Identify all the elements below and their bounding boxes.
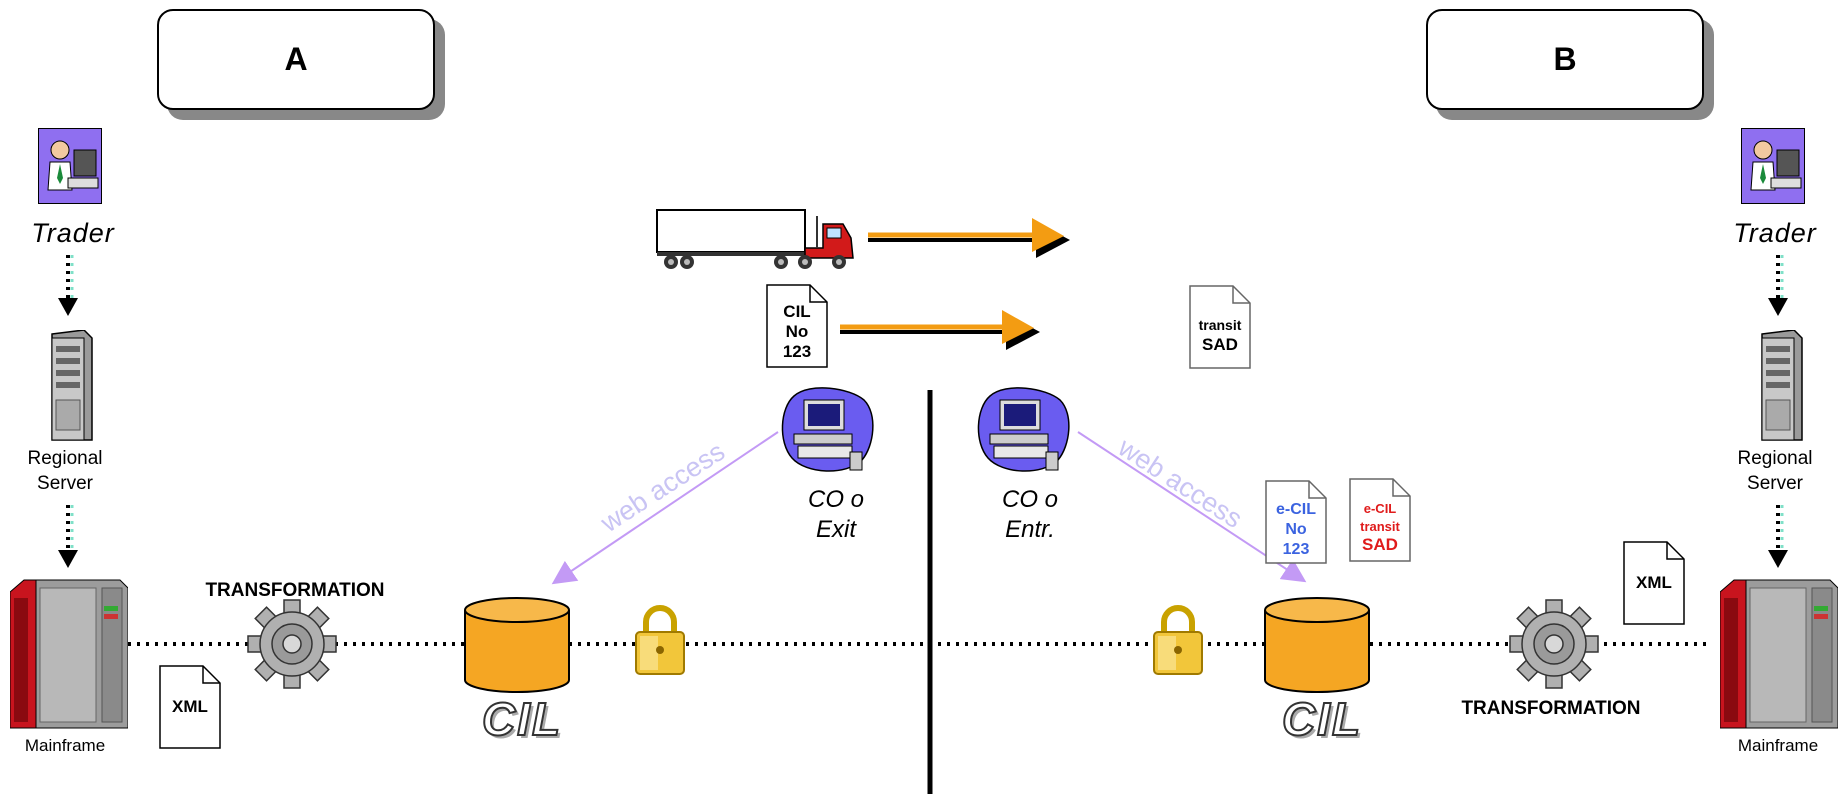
ecil-transit-document: e-CIL transit SAD: [1349, 478, 1411, 562]
side-a-title: A: [284, 41, 308, 77]
co-entry-label-line2: Entr.: [1005, 516, 1055, 543]
truck-icon: [656, 209, 854, 269]
cil-label-a: CIL: [481, 692, 563, 746]
ecil-document: e-CIL No 123: [1265, 480, 1327, 564]
regional-server-label-b-line2: Server: [1747, 473, 1803, 494]
mainframe-icon-b: [1720, 579, 1838, 729]
mainframe-icon-a: [10, 579, 128, 729]
ecil-transit-document-text: e-CIL transit SAD: [1349, 500, 1411, 554]
xml-document-a-text: XML: [172, 697, 208, 716]
transit-sad-line1: transit: [1198, 317, 1242, 333]
server-icon-b: [1761, 330, 1803, 441]
cil-document-line1: CIL: [783, 302, 811, 321]
server-to-mainframe-arrow-a: [58, 505, 78, 568]
gear-icon-b: [1509, 599, 1599, 689]
transformation-label-a: TRANSFORMATION: [205, 580, 385, 601]
database-icon-b: [1264, 597, 1370, 693]
co-entry-label-line1: CO o: [1001, 486, 1058, 513]
regional-server-label-b: Regional Server: [1715, 446, 1835, 496]
document-icon: [766, 284, 828, 368]
xml-document-b-text: XML: [1636, 573, 1672, 592]
ecil-transit-line3: SAD: [1362, 535, 1398, 554]
lock-icon-b: [1153, 605, 1203, 675]
document-icon: [1349, 478, 1411, 562]
trader-to-server-arrow-a: [58, 255, 78, 316]
server-to-mainframe-arrow-b: [1768, 505, 1788, 568]
xml-document-a: XML: [159, 665, 221, 749]
document-icon: [159, 665, 221, 749]
co-exit-label: CO o Exit: [776, 485, 896, 545]
trader-icon-a: [38, 128, 102, 204]
ecil-document-line2: No: [1285, 521, 1307, 538]
web-access-arrow-exit: [551, 431, 779, 585]
mainframe-label-a: Mainframe: [24, 736, 106, 755]
co-exit-label-line1: CO o: [807, 486, 864, 513]
side-b-title: B: [1553, 41, 1577, 77]
ecil-document-line3: 123: [1282, 541, 1310, 558]
regional-server-label-a: Regional Server: [5, 446, 125, 496]
ecil-document-text: e-CIL No 123: [1265, 500, 1327, 560]
regional-server-label-b-line1: Regional: [1737, 448, 1813, 469]
truck-movement-arrow: [868, 218, 1070, 258]
document-icon: [1265, 480, 1327, 564]
trader-icon-b: [1741, 128, 1805, 204]
database-icon-a: [464, 597, 570, 693]
transit-sad-document: transit SAD: [1189, 285, 1251, 369]
cil-document-text: CIL No 123: [766, 302, 828, 362]
trader-label-b: Trader: [1733, 218, 1817, 248]
co-exit-label-line2: Exit: [815, 516, 856, 543]
ecil-transit-line2: transit: [1360, 519, 1400, 534]
computer-icon-exit: [781, 387, 874, 472]
cil-document-line3: 123: [782, 342, 812, 361]
trader-label-a: Trader: [31, 218, 115, 248]
trader-to-server-arrow-b: [1768, 255, 1788, 316]
server-icon-a: [51, 330, 93, 441]
side-a-box: A: [157, 9, 435, 110]
regional-server-label-a-line2: Server: [37, 473, 93, 494]
document-icon: [1189, 285, 1251, 369]
side-b-box: B: [1426, 9, 1704, 110]
document-movement-arrow: [840, 310, 1040, 350]
transformation-label-b: TRANSFORMATION: [1461, 698, 1641, 719]
mainframe-label-b: Mainframe: [1737, 736, 1819, 755]
co-entry-label: CO o Entr.: [970, 485, 1090, 545]
ecil-document-line1: e-CIL: [1276, 501, 1316, 518]
gear-icon-a: [247, 599, 337, 689]
xml-document-b: XML: [1623, 541, 1685, 625]
cil-document: CIL No 123: [766, 284, 828, 368]
document-icon: [1623, 541, 1685, 625]
regional-server-label-a-line1: Regional: [27, 448, 103, 469]
transit-sad-line2: SAD: [1202, 335, 1238, 354]
computer-icon-entry: [977, 387, 1070, 472]
cil-label-b: CIL: [1281, 692, 1363, 746]
ecil-transit-line1: e-CIL: [1363, 501, 1397, 516]
cil-document-line2: No: [785, 322, 809, 341]
transit-sad-document-text: transit SAD: [1189, 315, 1251, 355]
lock-icon-a: [635, 605, 685, 675]
